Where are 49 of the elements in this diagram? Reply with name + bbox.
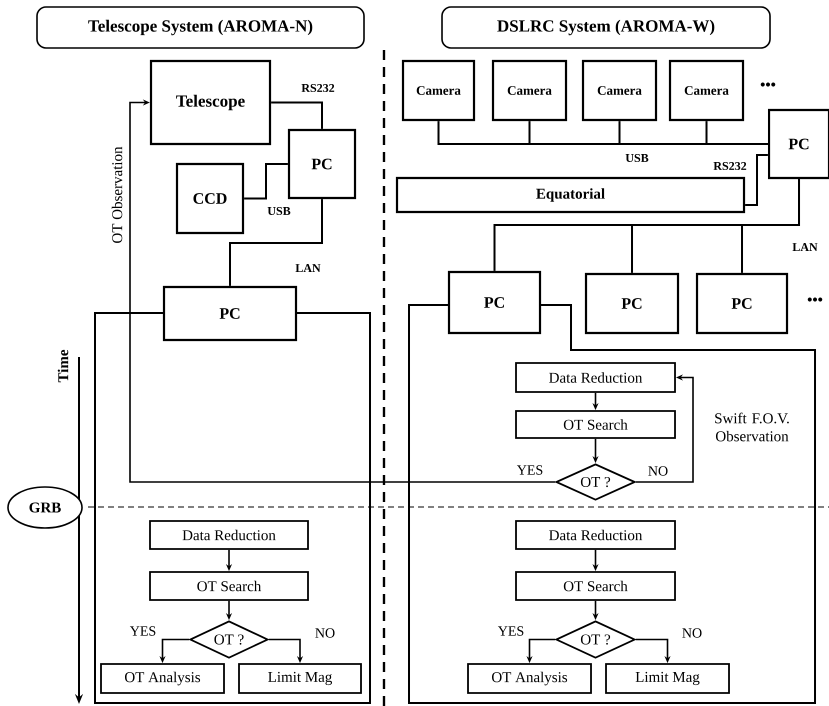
process-box: OT Analysis bbox=[467, 663, 592, 694]
device-box: PC bbox=[448, 270, 542, 334]
title-box: Telescope System (AROMA-N) bbox=[36, 6, 365, 49]
device-box: Camera bbox=[492, 60, 568, 122]
device-box: PC bbox=[768, 108, 829, 180]
edge-label: YES bbox=[516, 465, 542, 475]
process-box: Limit Mag bbox=[605, 663, 730, 694]
edge-label: NO bbox=[648, 466, 668, 476]
device-box: PC bbox=[696, 272, 788, 334]
device-box: Camera bbox=[668, 60, 744, 122]
device-box: Camera bbox=[402, 60, 476, 122]
device-box: PC bbox=[584, 272, 680, 334]
device-box: PC bbox=[162, 286, 298, 342]
process-box: OT Search bbox=[515, 410, 676, 439]
device-box: Equatorial bbox=[396, 176, 746, 214]
edge-label: NO bbox=[682, 628, 702, 638]
note-text: Swift F.O.V. Observation bbox=[715, 412, 789, 442]
device-box: Telescope bbox=[150, 60, 272, 146]
edge-label: LAN bbox=[792, 243, 818, 251]
connector bbox=[129, 99, 556, 483]
axis-label: Time bbox=[58, 350, 68, 382]
process-box: OT Analysis bbox=[100, 663, 225, 694]
connector bbox=[741, 179, 800, 273]
device-box: Camera bbox=[582, 60, 658, 122]
process-box: OT Search bbox=[149, 571, 309, 601]
connector bbox=[745, 154, 768, 206]
ellipsis-mark: ••• bbox=[808, 298, 822, 302]
edge-label: USB bbox=[268, 206, 290, 216]
edge-label: YES bbox=[130, 626, 156, 636]
process-box: Data Reduction bbox=[515, 362, 676, 393]
connector bbox=[244, 163, 288, 200]
edge-label: RS232 bbox=[714, 162, 746, 170]
title-box: DSLRC System (AROMA-W) bbox=[441, 6, 771, 49]
edge-label: USB bbox=[626, 154, 648, 162]
device-box: CCD bbox=[176, 162, 244, 234]
edge-label: YES bbox=[498, 626, 524, 636]
process-box: Limit Mag bbox=[238, 663, 362, 694]
process-box: Data Reduction bbox=[149, 520, 309, 550]
process-box: OT Search bbox=[515, 571, 676, 601]
device-box: PC bbox=[288, 128, 356, 200]
edge-label: RS232 bbox=[302, 84, 334, 92]
connector bbox=[706, 121, 768, 145]
edge-label: NO bbox=[315, 628, 335, 638]
connector bbox=[271, 102, 323, 129]
process-box: Data Reduction bbox=[515, 520, 676, 550]
edge-label: LAN bbox=[296, 264, 320, 272]
connector bbox=[229, 199, 323, 286]
ellipsis-mark: ••• bbox=[760, 82, 776, 87]
rotated-label: OT Observation bbox=[112, 146, 122, 243]
